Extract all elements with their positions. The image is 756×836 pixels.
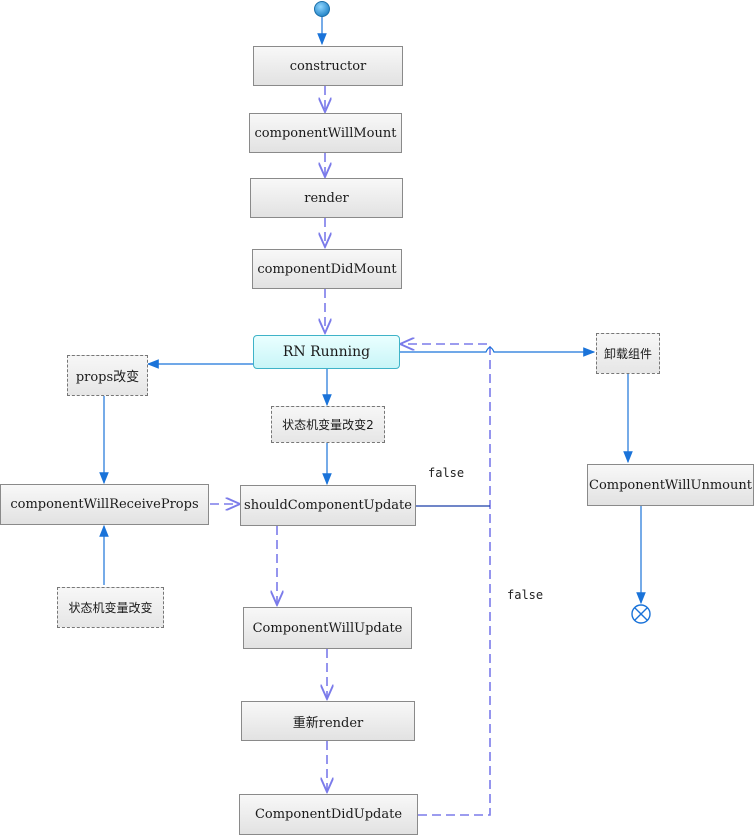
component-did-mount-node: componentDidMount [252,249,402,289]
unmount-component-node: 卸载组件 [596,333,660,374]
component-will-receive-props-node: componentWillReceiveProps [0,484,209,525]
edge-label-false-right: false [507,588,544,602]
dashed-chain [210,86,491,816]
constructor-node: constructor [253,46,403,86]
solid-arrows [99,346,646,605]
should-component-update-node: shouldComponentUpdate [240,485,416,526]
component-will-unmount-node: ComponentWillUnmount [587,464,754,506]
render-node: render [250,178,403,218]
rn-running-node: RN Running [253,335,400,369]
props-change-node: props改变 [67,355,148,396]
component-will-mount-node: componentWillMount [249,113,402,153]
start-node [314,1,330,17]
state-change-node: 状态机变量改变 [57,587,164,628]
re-render-node: 重新render [241,701,415,741]
component-will-update-node: ComponentWillUpdate [243,607,412,649]
end-node [631,604,651,624]
state-change-2-node: 状态机变量改变2 [271,406,385,443]
component-did-update-node: ComponentDidUpdate [239,794,418,835]
edge-label-false-top: false [428,466,465,480]
